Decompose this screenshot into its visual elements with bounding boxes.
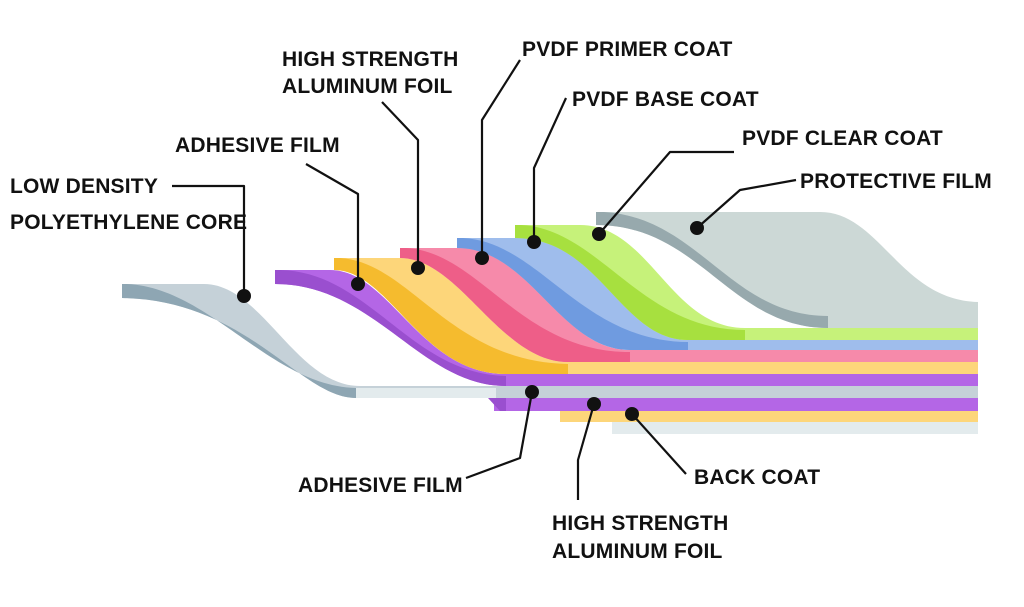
label-foil-top-line1: HIGH STRENGTH xyxy=(282,48,458,71)
label-foil-bottom-line2: ALUMINUM FOIL xyxy=(552,540,723,563)
bottom-foil-layer xyxy=(560,411,978,422)
label-foil-top-line2: ALUMINUM FOIL xyxy=(282,75,453,98)
core-layer xyxy=(122,284,978,398)
dot-adhesive-top xyxy=(351,277,365,291)
leader-adhesive-bottom xyxy=(465,391,534,480)
label-back-coat: BACK COAT xyxy=(694,466,820,489)
clear-coat-edge xyxy=(515,225,745,340)
protective-film-edge xyxy=(596,212,828,328)
dot-core xyxy=(237,289,251,303)
dot-back-coat xyxy=(625,407,639,421)
bottom-adhesive-layer xyxy=(494,398,978,411)
label-core-line2: POLYETHYLENE CORE xyxy=(10,211,247,234)
base-coat-edge xyxy=(457,238,688,350)
top-foil-body xyxy=(334,258,978,374)
top-adhesive-body xyxy=(275,270,978,386)
leader-protective xyxy=(696,178,797,229)
leader-core xyxy=(172,184,246,296)
protective-film-body xyxy=(596,212,978,328)
label-base: PVDF BASE COAT xyxy=(572,88,759,111)
label-primer: PVDF PRIMER COAT xyxy=(522,38,732,61)
label-protective: PROTECTIVE FILM xyxy=(800,170,992,193)
protective-film-end-strip xyxy=(828,316,978,328)
dot-clear xyxy=(592,227,606,241)
leader-foil-bottom xyxy=(576,403,596,500)
leader-foil-top xyxy=(381,101,420,268)
bottom-layers xyxy=(488,398,978,434)
core-front-edge xyxy=(122,284,356,398)
top-adhesive-layer xyxy=(275,270,978,386)
core-bottom-strip xyxy=(356,388,496,398)
dot-protective xyxy=(690,221,704,235)
label-adhesive-top: ADHESIVE FILM xyxy=(175,134,340,157)
labels: LOW DENSITY POLYETHYLENE CORE ADHESIVE F… xyxy=(10,38,992,563)
dot-foil-top xyxy=(411,261,425,275)
dot-base xyxy=(527,235,541,249)
top-foil-layer xyxy=(334,258,978,374)
leader-back-coat xyxy=(631,413,687,475)
leader-adhesive-top xyxy=(305,163,360,284)
leader-base xyxy=(532,97,568,242)
bottom-adhesive-edge xyxy=(488,398,506,411)
back-coat-layer xyxy=(612,422,978,434)
label-clear: PVDF CLEAR COAT xyxy=(742,127,943,150)
top-foil-edge xyxy=(334,258,568,374)
dot-adhesive-bottom xyxy=(525,385,539,399)
dot-primer xyxy=(475,251,489,265)
protective-film-layer xyxy=(596,212,978,328)
label-foil-bottom-line1: HIGH STRENGTH xyxy=(552,512,728,535)
leader-lines xyxy=(172,59,797,500)
core-body xyxy=(122,284,978,398)
label-core-line1: LOW DENSITY xyxy=(10,175,158,198)
leader-clear xyxy=(598,150,734,235)
primer-coat-layer xyxy=(400,248,978,362)
dot-foil-bottom xyxy=(587,397,601,411)
primer-coat-edge xyxy=(400,248,630,362)
top-adhesive-edge xyxy=(275,270,506,386)
leader-primer xyxy=(480,59,521,258)
clear-coat-layer xyxy=(515,225,978,340)
label-adhesive-bottom: ADHESIVE FILM xyxy=(298,474,463,497)
